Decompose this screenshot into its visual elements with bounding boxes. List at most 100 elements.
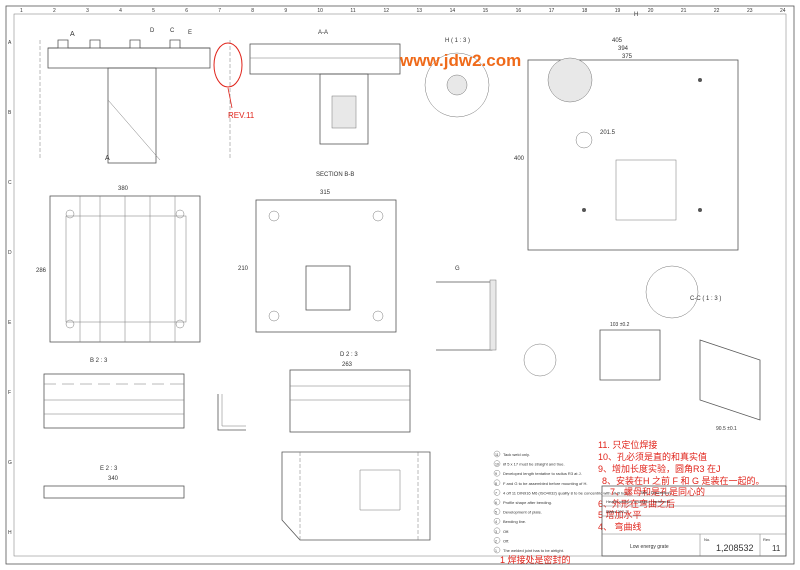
grid-label-top: 10 bbox=[317, 8, 323, 14]
detail-g-bracket: G bbox=[436, 266, 497, 351]
svg-text:380: 380 bbox=[118, 186, 129, 192]
svg-text:C-C ( 1 : 3 ): C-C ( 1 : 3 ) bbox=[690, 296, 721, 302]
note-number: 8 bbox=[495, 482, 497, 486]
watermark: www.jdw2.com bbox=[399, 51, 521, 70]
note-bullet bbox=[493, 479, 501, 486]
grid-label-top: 7 bbox=[218, 8, 221, 14]
section-bb-label: SECTION B-B bbox=[316, 172, 354, 178]
revision-cloud bbox=[213, 42, 243, 88]
svg-text:Low energy grate: Low energy grate bbox=[630, 544, 669, 550]
grid-label-top: 23 bbox=[747, 8, 753, 14]
svg-text:No.: No. bbox=[704, 537, 710, 542]
svg-text:103 ±0.2: 103 ±0.2 bbox=[610, 322, 630, 328]
chinese-note: 6、外形在弯曲之后 bbox=[598, 498, 675, 509]
comb-view-lower-left: B 2 : 3 E 2 : 3 340 bbox=[43, 358, 185, 499]
note-bullet bbox=[493, 527, 501, 534]
grid-label-top: 14 bbox=[450, 8, 456, 14]
section-aa-label: A-A bbox=[318, 30, 328, 36]
grid-label-top: 5 bbox=[152, 8, 155, 14]
section-cc-view: C-C ( 1 : 3 ) 103 ±0.2 90.5 ±0.1 bbox=[523, 265, 761, 432]
svg-text:400: 400 bbox=[514, 156, 525, 162]
note-number: 1 bbox=[495, 549, 497, 553]
view-d-profile: D 2 : 3 263 bbox=[289, 352, 411, 433]
note-bullet bbox=[493, 518, 501, 525]
svg-text:340: 340 bbox=[108, 476, 119, 482]
note-bullet bbox=[493, 470, 501, 477]
title-block: Title / Description Heater section, enla… bbox=[601, 485, 787, 557]
grid-label-top: 13 bbox=[417, 8, 423, 14]
note-text: Off. bbox=[503, 529, 509, 534]
svg-text:Rev: Rev bbox=[763, 537, 770, 542]
note-text: 4 off 11 DIN916 M6 (ISO4032) quality 8 t… bbox=[503, 490, 632, 495]
section-aa-view: A-A bbox=[249, 30, 401, 145]
sheet-border bbox=[5, 5, 795, 565]
plate-development bbox=[281, 451, 431, 541]
revision-leader bbox=[227, 87, 233, 109]
grid-label-top: 24 bbox=[780, 8, 786, 14]
svg-text:D: D bbox=[150, 28, 155, 34]
svg-text:90.5 ±0.1: 90.5 ±0.1 bbox=[716, 426, 737, 432]
svg-text:Heater section, enlarged / wel: Heater section, enlarged / weldment bbox=[606, 499, 671, 504]
svg-text:G: G bbox=[455, 266, 460, 272]
section-bb-view: SECTION B-B 315 210 bbox=[238, 172, 397, 333]
note-text: Profile shape after bending. bbox=[503, 500, 552, 505]
grid-label-side: B bbox=[8, 110, 12, 116]
grid-label-top: 11 bbox=[350, 8, 355, 14]
grid-label-side: A bbox=[8, 40, 12, 46]
chinese-note: 11. 只定位焊接 bbox=[598, 439, 657, 450]
svg-text:B 2 : 3: B 2 : 3 bbox=[90, 358, 108, 364]
note-number: 2 bbox=[495, 539, 497, 543]
grid-label-top: 8 bbox=[251, 8, 254, 14]
note-bullet bbox=[493, 489, 501, 496]
note-number: 3 bbox=[495, 530, 497, 534]
note-text: F and G to be assembled before mounting … bbox=[503, 481, 588, 486]
svg-text:E 2 : 3: E 2 : 3 bbox=[100, 466, 118, 472]
svg-text:A: A bbox=[105, 155, 110, 162]
chinese-note: 4、 弯曲线 bbox=[598, 521, 642, 532]
plan-view-left: 380 286 bbox=[36, 186, 201, 343]
grid-label-side: H bbox=[8, 530, 12, 536]
note-bullet bbox=[493, 508, 501, 515]
grid-label-side: F bbox=[8, 390, 11, 396]
svg-text:D 2 : 3: D 2 : 3 bbox=[340, 352, 358, 358]
revision-number: 11 bbox=[772, 544, 781, 553]
chinese-note: 5 增加水平 bbox=[598, 509, 642, 520]
note-bullet bbox=[493, 537, 501, 544]
note-number: 4 bbox=[495, 520, 497, 524]
grid-label-top: 20 bbox=[648, 8, 654, 14]
grid-label-side: C bbox=[8, 180, 12, 186]
svg-text:263: 263 bbox=[342, 362, 353, 368]
svg-text:C: C bbox=[170, 28, 175, 34]
note-text: The welded joint has to be airtight. bbox=[503, 548, 564, 553]
svg-text:E: E bbox=[188, 30, 192, 36]
drawing-number: 1,208532 bbox=[716, 543, 754, 553]
side-view-top-left: A A D C E bbox=[39, 28, 231, 164]
note-number: 10 bbox=[495, 463, 499, 467]
svg-text:210: 210 bbox=[238, 266, 249, 272]
svg-text:A: A bbox=[70, 31, 75, 38]
grid-label-side: G bbox=[8, 460, 12, 466]
grid-label-top: 1 bbox=[20, 8, 23, 14]
svg-text:375: 375 bbox=[622, 54, 633, 60]
svg-text:394: 394 bbox=[618, 46, 629, 52]
chinese-note: 8、安装在H 之前 F 和 G 是装在一起的。 bbox=[602, 475, 765, 486]
svg-text:Mater 302-3: Mater 302-3 bbox=[606, 509, 628, 514]
note-bullet bbox=[493, 460, 501, 467]
note-number: 11 bbox=[495, 453, 499, 457]
grid-label-top: 6 bbox=[185, 8, 188, 14]
note-number: 5 bbox=[495, 511, 497, 515]
note-text: Development of plate. bbox=[503, 510, 542, 515]
grid-label-top: 18 bbox=[582, 8, 588, 14]
grid-label-top: 16 bbox=[516, 8, 522, 14]
note-number: 9 bbox=[495, 472, 497, 476]
chinese-note: 1 焊接处是密封的 bbox=[500, 554, 571, 565]
note-number: 7 bbox=[495, 491, 497, 495]
grid-label-top: 3 bbox=[86, 8, 89, 14]
note-text: Tack weld only. bbox=[503, 452, 530, 457]
svg-text:286: 286 bbox=[36, 268, 47, 274]
grid-label-top: 9 bbox=[284, 8, 287, 14]
detail-h-circle: H ( 1 : 3 ) bbox=[424, 38, 490, 118]
